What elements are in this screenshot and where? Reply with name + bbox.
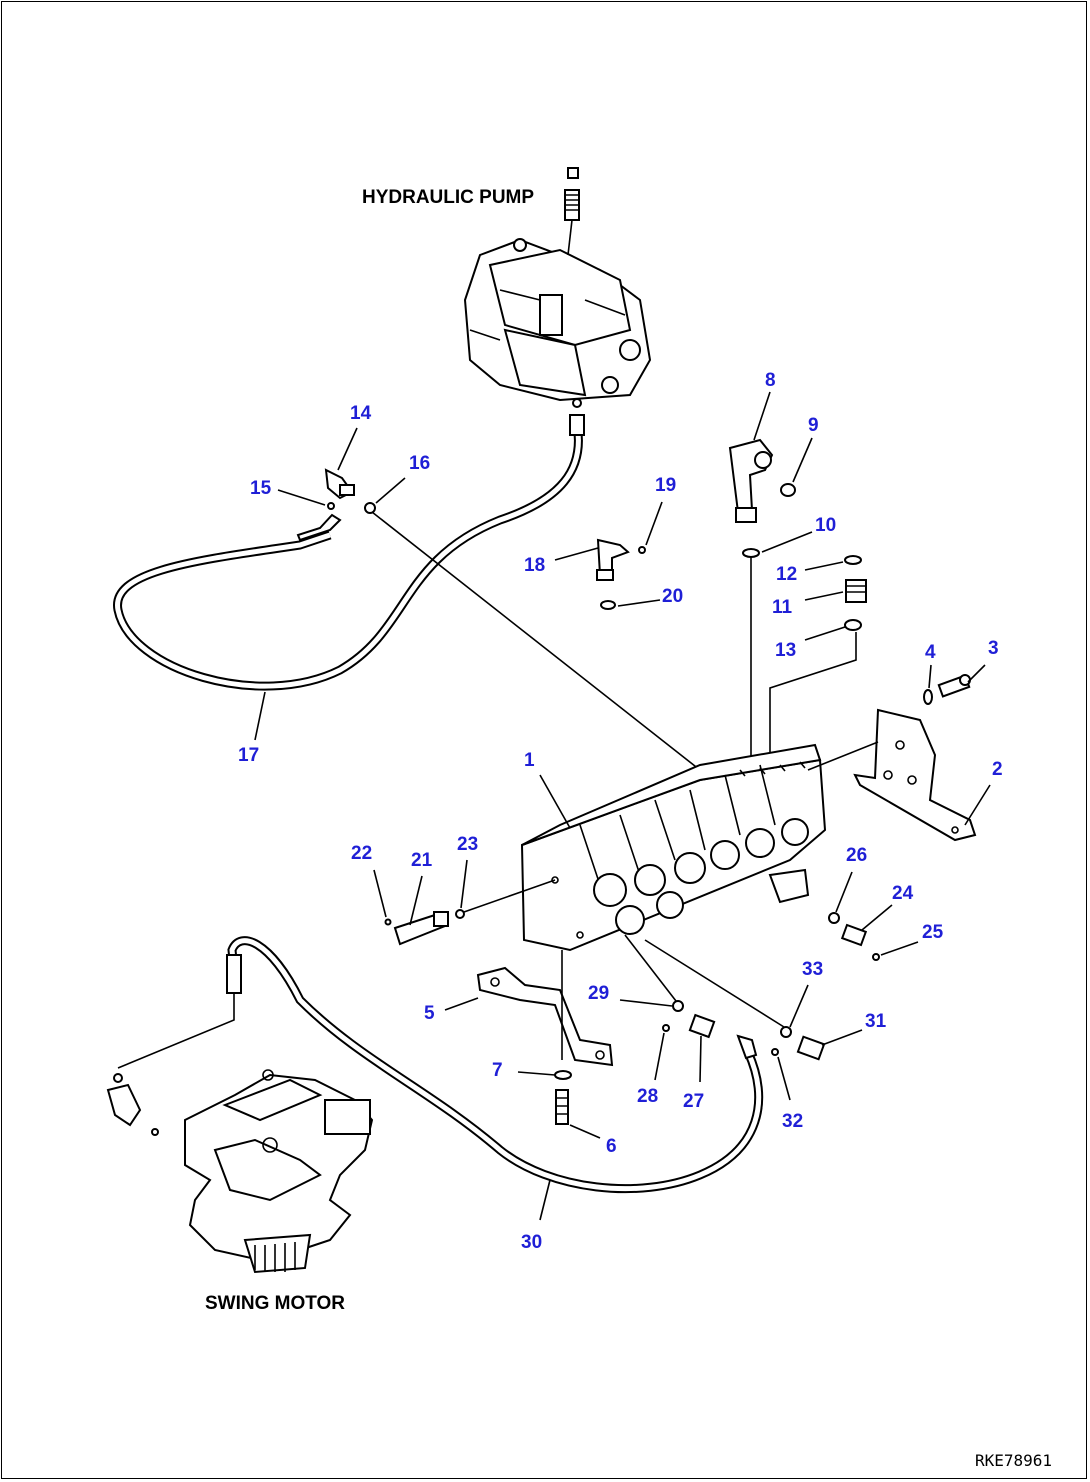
callout-23: 23 [457,834,478,855]
callout-31: 31 [865,1011,887,1032]
o-ring-33 [780,1026,792,1038]
callout-33: 33 [802,959,823,980]
callout-21: 21 [411,850,433,871]
o-ring-motor-2 [151,1128,159,1136]
callout-2: 2 [992,759,1003,780]
bracket-5 [476,966,614,1067]
hose-30 [226,936,764,1194]
o-ring-20 [600,600,616,610]
o-ring-13 [844,619,862,631]
callout-29: 29 [588,983,609,1004]
callout-11: 11 [772,597,793,618]
callout-24: 24 [892,883,914,904]
callout-16: 16 [409,453,430,474]
callout-5: 5 [424,1003,435,1024]
fitting-27 [688,1013,716,1039]
leader-lines [254,391,991,1221]
o-ring-9 [780,483,796,497]
callout-9: 9 [808,415,819,436]
o-ring-26 [828,912,840,924]
callout-14: 14 [350,403,372,424]
callout-12: 12 [776,564,797,585]
bolt-3 [937,674,971,698]
fitting-18 [596,538,630,581]
o-ring-28 [662,1024,670,1032]
callout-numbers: 1 2 3 4 5 6 7 8 9 10 11 12 13 14 15 16 1… [238,370,1003,1253]
callout-32: 32 [782,1111,803,1132]
o-ring-25 [872,953,880,961]
callout-4: 4 [925,642,936,663]
callout-13: 13 [775,640,796,661]
callout-22: 22 [351,843,372,864]
fitting-14 [324,468,355,500]
o-ring-10 [742,548,760,558]
hydraulic-pump-caption: HYDRAULIC PUMP [362,187,534,208]
callout-1: 1 [524,750,535,771]
o-ring-12 [844,555,862,565]
o-ring-16 [364,502,376,514]
washer-4 [923,689,933,705]
washer-7 [554,1070,572,1080]
bracket-2 [853,708,977,842]
hose-17 [113,414,585,691]
elbow-21 [393,911,449,946]
callout-28: 28 [637,1086,658,1107]
plug-11 [845,579,867,603]
o-ring-29 [672,1000,684,1012]
callout-25: 25 [922,922,944,943]
callout-7: 7 [492,1060,503,1081]
hydraulic-pump [463,167,652,408]
callout-3: 3 [988,638,999,659]
o-ring-22 [384,918,392,926]
callout-6: 6 [606,1136,617,1157]
callout-15: 15 [250,478,272,499]
callout-27: 27 [683,1091,704,1112]
elbow-motor [106,1083,142,1127]
bolt-6 [555,1089,569,1125]
fitting-24 [840,923,868,947]
callout-10: 10 [815,515,836,536]
callout-26: 26 [846,845,867,866]
callout-17: 17 [238,745,259,766]
callout-8: 8 [765,370,776,391]
o-ring-motor [113,1073,123,1083]
o-ring-15 [327,502,335,510]
control-valve-1 [520,743,827,952]
callout-20: 20 [662,586,683,607]
swing-motor-caption: SWING MOTOR [205,1293,345,1314]
drawing-code: RKE78961 [975,1451,1052,1470]
callout-19: 19 [655,475,676,496]
callout-30: 30 [521,1232,542,1253]
o-ring-32 [771,1048,779,1056]
elbow-8 [728,438,774,523]
swing-motor [184,1069,374,1274]
callout-18: 18 [524,555,545,576]
fitting-31 [796,1035,826,1061]
o-ring-19 [638,546,646,554]
o-ring-23 [455,909,465,919]
